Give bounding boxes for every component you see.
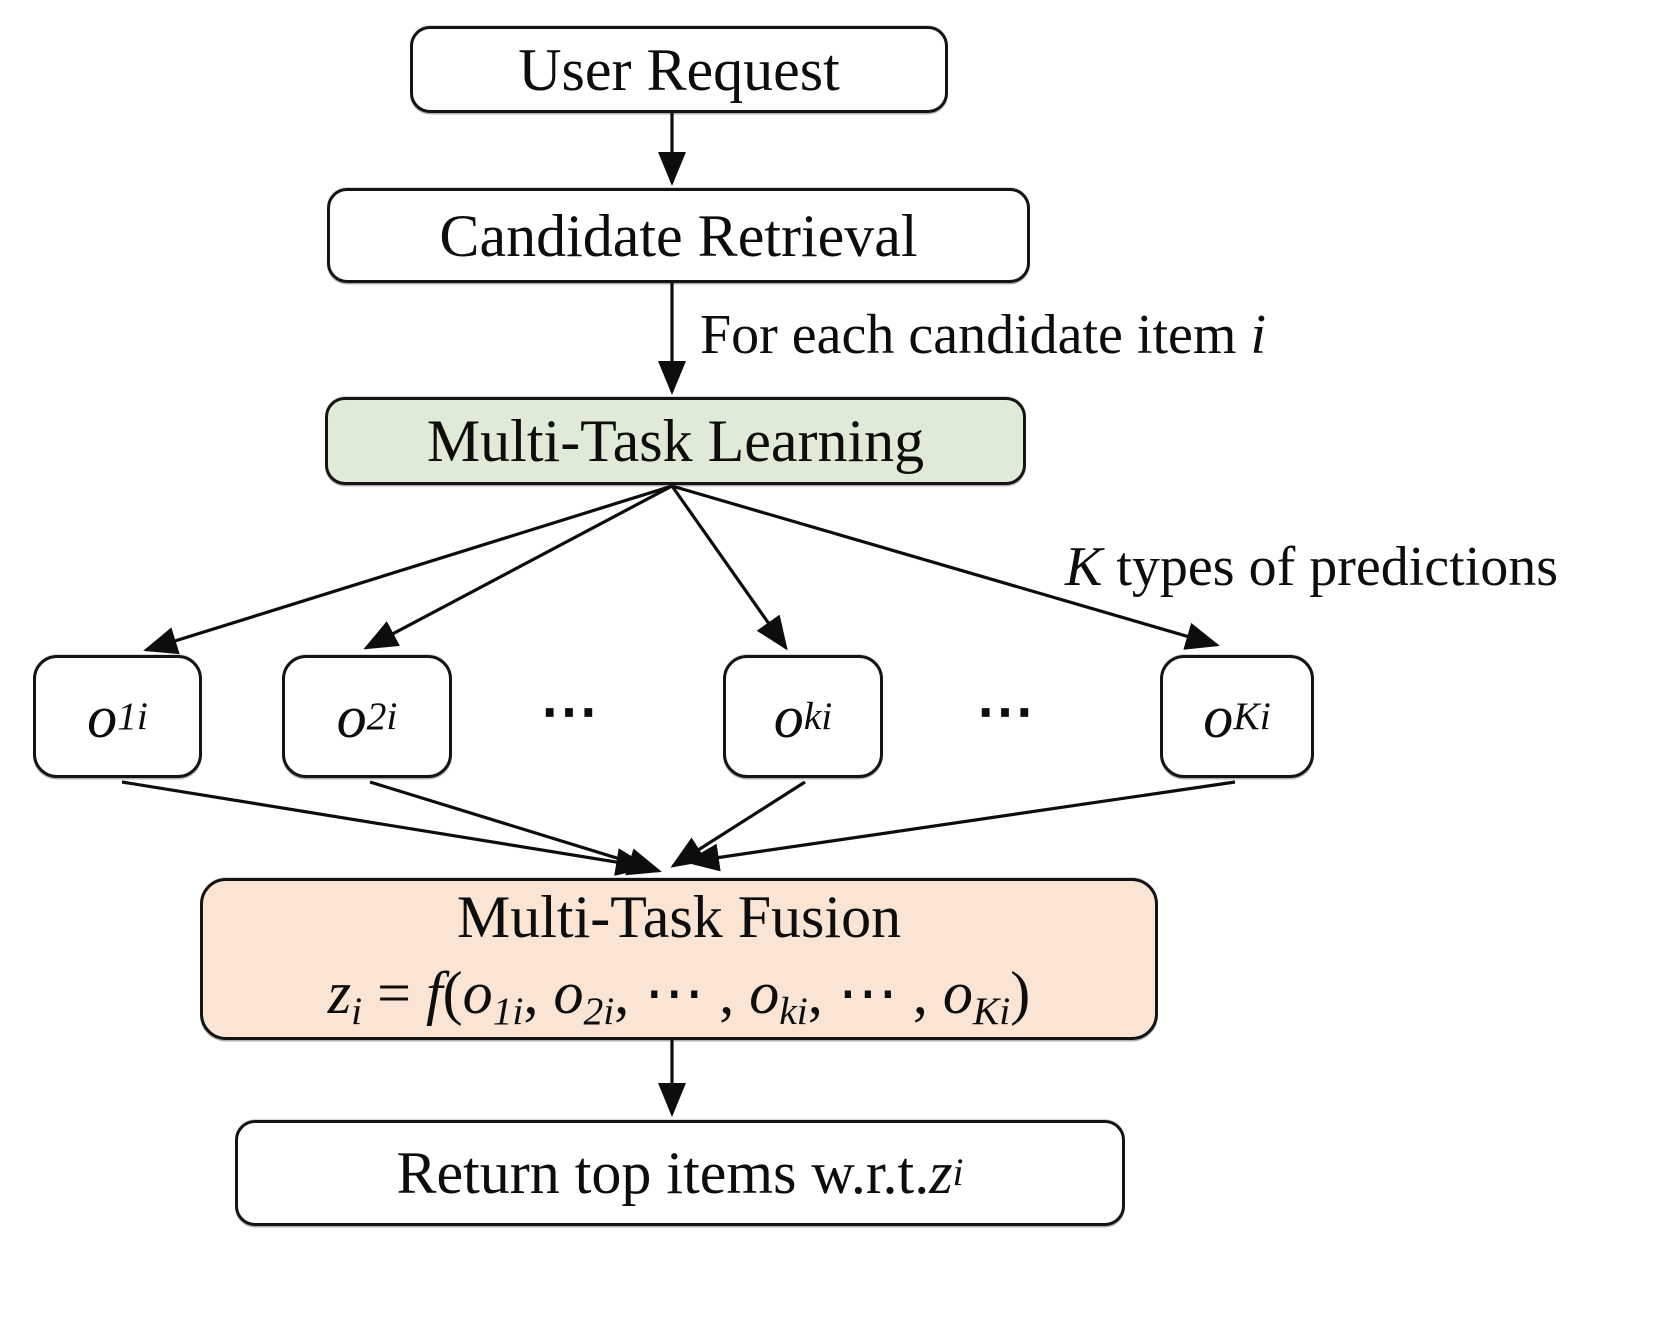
ellipsis-dots-left: ⋯ bbox=[540, 678, 600, 744]
math-text: For each candidate item bbox=[700, 304, 1251, 366]
edge-learning-to-oki bbox=[670, 485, 788, 651]
math-subscript: 2i bbox=[366, 693, 398, 738]
math-text: = bbox=[362, 960, 426, 1027]
math-subscript: Ki bbox=[972, 989, 1011, 1034]
math-variable: f bbox=[425, 960, 443, 1027]
fusion-formula: zi = f(o1i, o2i, ⋯ , oki, ⋯ , oKi) bbox=[328, 960, 1030, 1034]
math-text: types of predictions bbox=[1102, 536, 1559, 598]
math-text: , ⋯ , bbox=[614, 960, 750, 1027]
node-multi-task-fusion: Multi-Task Fusion zi = f(o1i, o2i, ⋯ , o… bbox=[200, 878, 1158, 1040]
fusion-title: Multi-Task Fusion bbox=[456, 884, 902, 951]
edge-o2i-to-fusion bbox=[369, 780, 662, 876]
math-text: Return top items w.r.t. bbox=[396, 1140, 930, 1206]
edge-learning-to-o2i bbox=[363, 484, 673, 650]
math-text: ( bbox=[442, 960, 463, 1027]
math-variable: z bbox=[929, 1140, 953, 1206]
math-variable: o bbox=[462, 960, 493, 1027]
math-variable: z bbox=[327, 960, 352, 1027]
math-text: , bbox=[523, 960, 554, 1027]
math-variable: o bbox=[773, 683, 804, 750]
math-variable: o bbox=[942, 960, 973, 1027]
edge-o1i-to-fusion bbox=[121, 780, 650, 876]
math-variable: o bbox=[553, 960, 584, 1027]
node-multi-task-learning-label: Multi-Task Learning bbox=[426, 408, 925, 474]
node-user-request-label: User Request bbox=[518, 36, 840, 103]
node-user-request: User Request bbox=[410, 26, 948, 113]
math-text: , ⋯ , bbox=[807, 960, 943, 1027]
math-subscript: ki bbox=[779, 989, 808, 1034]
math-subscript: ki bbox=[803, 693, 833, 738]
math-variable: o bbox=[87, 683, 118, 750]
edge-label-k-types-of-predictions: K types of predictions bbox=[1065, 535, 1558, 599]
fusion-content: Multi-Task Fusion zi = f(o1i, o2i, ⋯ , o… bbox=[203, 884, 1155, 1034]
edge-learning-to-oKi bbox=[671, 484, 1220, 650]
math-variable: i bbox=[1250, 304, 1266, 366]
math-variable: K bbox=[1065, 536, 1103, 598]
math-subscript: 1i bbox=[117, 693, 148, 738]
node-multi-task-learning: Multi-Task Learning bbox=[325, 397, 1026, 485]
math-subscript: i bbox=[952, 1150, 964, 1195]
math-subscript: 2i bbox=[583, 989, 615, 1034]
math-text: ) bbox=[1010, 960, 1031, 1027]
ellipsis-dots-right: ⋯ bbox=[976, 678, 1036, 744]
node-candidate-retrieval: Candidate Retrieval bbox=[327, 188, 1030, 283]
math-subscript: i bbox=[351, 989, 363, 1034]
math-variable: o bbox=[336, 683, 367, 750]
edge-label-for-each-candidate: For each candidate item i bbox=[700, 303, 1266, 367]
math-variable: o bbox=[1203, 683, 1234, 750]
edge-learning-to-o1i bbox=[143, 484, 673, 655]
node-candidate-retrieval-label: Candidate Retrieval bbox=[439, 202, 918, 269]
edge-oKi-to-fusion bbox=[685, 780, 1236, 872]
math-subscript: 1i bbox=[492, 989, 524, 1034]
math-variable: o bbox=[749, 960, 780, 1027]
math-subscript: Ki bbox=[1233, 693, 1271, 738]
